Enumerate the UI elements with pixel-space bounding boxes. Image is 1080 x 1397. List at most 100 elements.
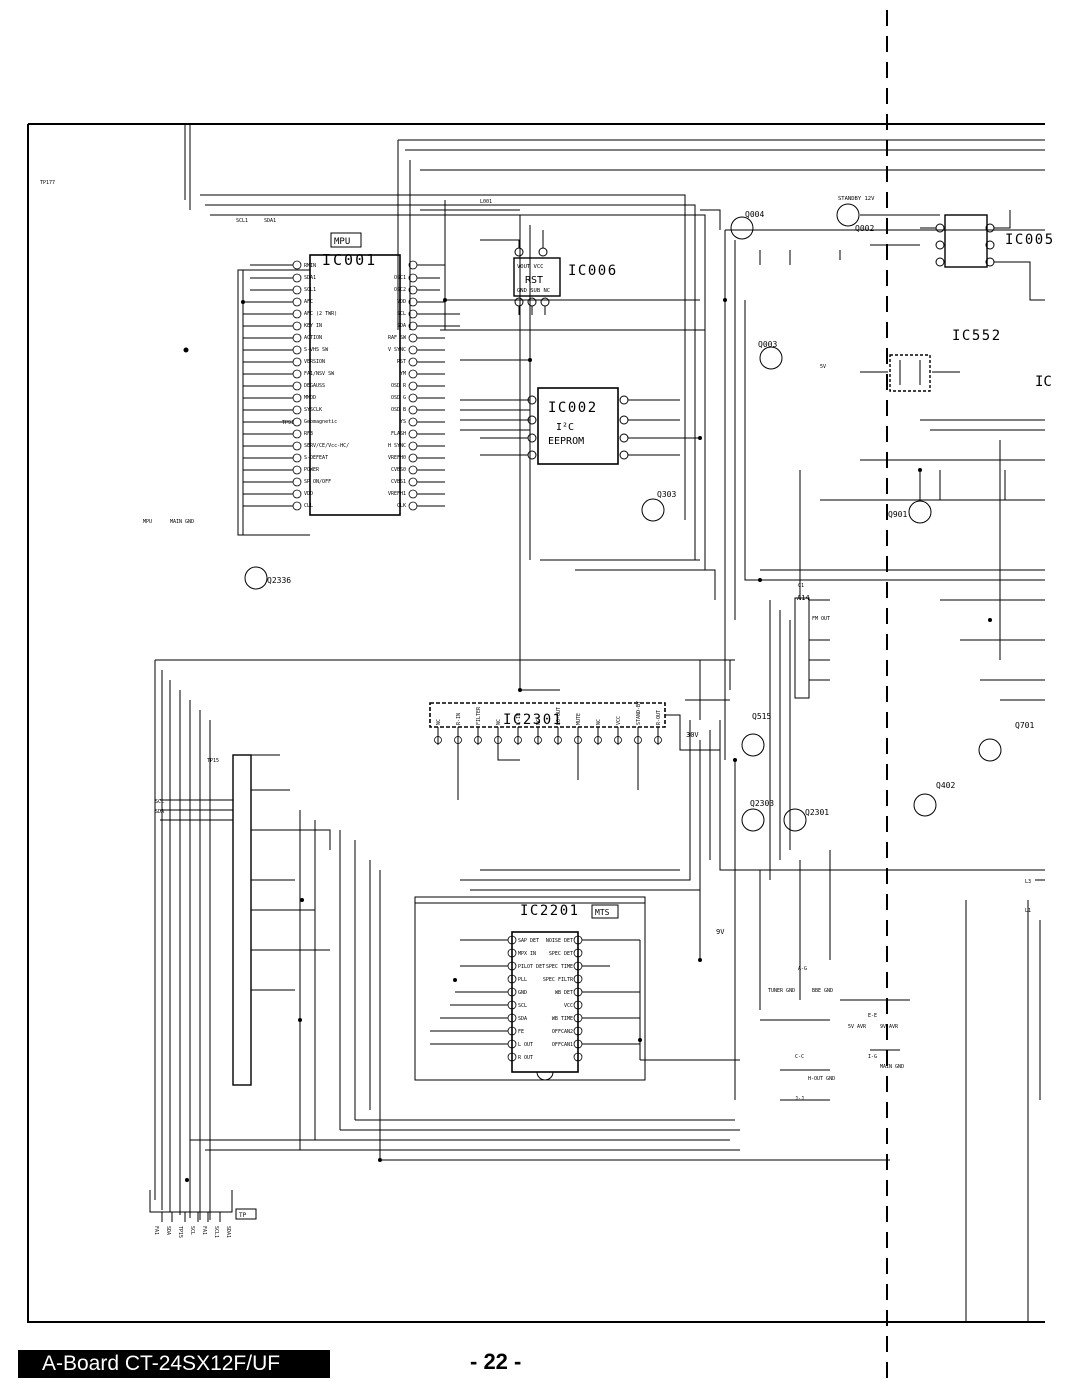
tp-strip-pin-label: SCL bbox=[189, 1226, 195, 1235]
ground-i-g-label: I-G bbox=[868, 1054, 877, 1060]
mpu-gnd-label: MPU bbox=[143, 519, 152, 525]
ic005-label: IC005 bbox=[1005, 232, 1055, 248]
q004-label: Q004 bbox=[745, 210, 764, 219]
ic2301-pin-label: L-IN bbox=[516, 713, 522, 725]
ic001-pin-label: VERSION bbox=[304, 359, 325, 365]
ic001-pin-label: VDD bbox=[304, 491, 313, 497]
ic001-pin-label: S-DEFEAT bbox=[304, 455, 328, 461]
ic-partial-label: IC bbox=[1035, 374, 1052, 390]
page-number: - 22 - bbox=[470, 1349, 522, 1374]
5v-label: 5V bbox=[820, 364, 826, 370]
ic001-pin-label: RMIN bbox=[304, 263, 316, 269]
ic001-pin-label: OSD B bbox=[391, 407, 406, 413]
sda-label: SDA bbox=[155, 809, 164, 815]
tp15-label: TP15 bbox=[207, 758, 219, 764]
ic001-pin-label: CVBS0 bbox=[391, 467, 406, 473]
ic001-pin-label: SP ON/OFF bbox=[304, 479, 331, 485]
ic2201-label: IC2201 bbox=[520, 903, 580, 919]
tp-strip-label: TP bbox=[239, 1212, 247, 1219]
ic001-pin-label: SCL1 bbox=[304, 287, 316, 293]
ic001-pin-label: SYSCLK bbox=[304, 407, 322, 413]
ic2201-pin-label: SCL bbox=[518, 1003, 527, 1009]
ic2201-pin-label: WB DET bbox=[555, 990, 573, 996]
ic001-pin-label: FLASH bbox=[391, 431, 406, 437]
board-title-bar bbox=[18, 1350, 330, 1378]
q002-label: Q002 bbox=[855, 224, 874, 233]
tp-strip-pin-label: FA1 bbox=[201, 1226, 207, 1235]
q402-label: Q402 bbox=[936, 781, 955, 790]
ic2201-pin-label: FE bbox=[518, 1029, 524, 1035]
ic006-label: IC006 bbox=[568, 263, 618, 279]
ic2201-pin-label: GND bbox=[518, 990, 527, 996]
q2303-label: Q2303 bbox=[750, 799, 774, 808]
ic001-pin-label: ACTION bbox=[304, 335, 322, 341]
ic2301-pin-label: NC bbox=[436, 719, 442, 725]
ic001-pin-label: CVBS1 bbox=[391, 479, 406, 485]
q515-label: Q515 bbox=[752, 712, 771, 721]
board-title: A-Board CT-24SX12F/UF bbox=[42, 1352, 281, 1375]
ic2201-pin-label: SDA bbox=[518, 1016, 527, 1022]
mts-label: MTS bbox=[595, 908, 610, 917]
ic001-pin-label: CLK bbox=[397, 503, 406, 509]
ic001-pin-label: SDA1 bbox=[304, 275, 316, 281]
ic001-pin-label: OSD G bbox=[391, 395, 406, 401]
ground-c-c-label: C-C bbox=[795, 1054, 804, 1060]
fm-out-label: FM OUT bbox=[812, 616, 830, 622]
scl1-label: SCL1 bbox=[236, 218, 248, 224]
ic2201-pin-label: SPEC FILTR bbox=[543, 977, 574, 983]
ic2301-pin-label: STAND-BY bbox=[636, 701, 642, 725]
ic2201-pin-label: SPEC TIME bbox=[546, 964, 573, 970]
ic001-pin-label: OSC1 bbox=[394, 275, 406, 281]
ic001-pin-label: SERV/CE/Vcc-HC/ bbox=[304, 443, 349, 449]
ic2201-pin-label: PILOT DET bbox=[518, 964, 545, 970]
ic001-pin-label: MMOD bbox=[304, 395, 316, 401]
q303-label: Q303 bbox=[657, 490, 676, 499]
ic2301-pin-label: R-OUT bbox=[656, 710, 662, 725]
ic2201-pin-label: MPX IN bbox=[518, 951, 536, 957]
main-gnd-label: MAIN GND bbox=[880, 1064, 904, 1070]
ic2301-pin-label: VCC bbox=[616, 716, 622, 725]
ic552-label: IC552 bbox=[952, 328, 1002, 344]
ground-j-j-label: J-J bbox=[795, 1096, 804, 1102]
ic001-pin-label: H SYNC bbox=[388, 443, 406, 449]
hout-gnd-label: H-OUT GND bbox=[808, 1076, 835, 1082]
sda1-label: SDA1 bbox=[264, 218, 276, 224]
ic001-pin-label: FA1/NSV SW bbox=[304, 371, 335, 377]
mpu-label: MPU bbox=[334, 237, 350, 247]
5v-avr-label: 5V AVR bbox=[848, 1024, 867, 1030]
ground-a-g-label: A-G bbox=[798, 966, 807, 972]
ic2201-pin-label: OFFCAN2 bbox=[552, 1029, 573, 1035]
tp177-label: TP177 bbox=[40, 180, 55, 186]
tp-strip-pin-label: SCL1 bbox=[213, 1226, 219, 1238]
q901-label: Q901 bbox=[888, 510, 907, 519]
ic001-pin-label: OSD R bbox=[391, 383, 407, 389]
ic2301-pin-label: LO-OUT bbox=[556, 707, 562, 725]
ic001-pin-label: YS bbox=[400, 419, 406, 425]
ic001-pin-label: SDA bbox=[397, 323, 406, 329]
ic001-pin-label: RST bbox=[397, 359, 406, 365]
tp-strip-pin-label: TP15 bbox=[177, 1226, 183, 1238]
i2c-label: I²C bbox=[556, 422, 574, 433]
q701-label: Q701 bbox=[1015, 721, 1034, 730]
main-gnd-left-label: MAIN GND bbox=[170, 519, 194, 525]
ground-e-e-label: E-E bbox=[868, 1013, 877, 1019]
q2336-label: Q2336 bbox=[267, 576, 291, 585]
tuner-gnd-label: TUNER GND bbox=[768, 988, 795, 994]
30v-label: 30V bbox=[686, 731, 699, 739]
ic002-label: IC002 bbox=[548, 400, 598, 416]
ic006-bottom-label: GND SUB NC bbox=[517, 288, 550, 294]
ic001-pin-label: VREFH1 bbox=[388, 491, 406, 497]
bbe-gnd-label: BBE GND bbox=[812, 988, 833, 994]
ic2201-pin-label: SAP DET bbox=[518, 938, 539, 944]
ic001-pin-label: AFC bbox=[304, 299, 313, 305]
ic001-pin-label: KEY IN bbox=[304, 323, 322, 329]
ic2301-pin-label: NC bbox=[596, 719, 602, 725]
ic2201-pin-label: WB TIME bbox=[552, 1016, 573, 1022]
l001-label: L001 bbox=[480, 199, 492, 205]
ic001-pin-label: Geomagnetic bbox=[304, 419, 337, 425]
ic001-pin-label: VDD bbox=[397, 299, 406, 305]
c1-label: C1 bbox=[798, 583, 804, 589]
ic001-pin-label: RAF SW bbox=[388, 335, 407, 341]
tp-strip-pin-label: SDA bbox=[165, 1226, 171, 1235]
q2301-label: Q2301 bbox=[805, 808, 829, 817]
